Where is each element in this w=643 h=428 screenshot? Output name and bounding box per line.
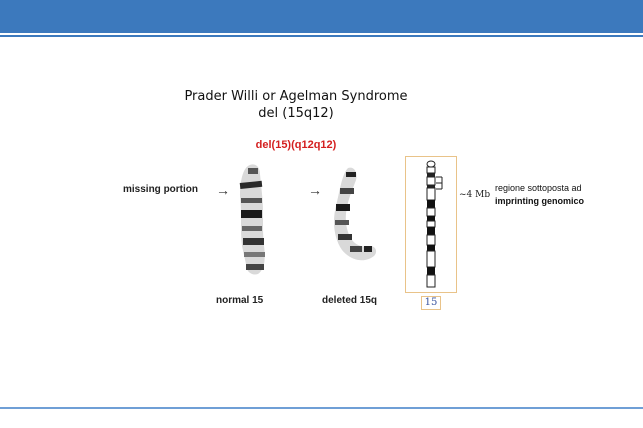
slide-title-line1: Prader Willi or Agelman Syndrome [184,89,408,104]
deleted-chromosome-image [334,167,377,261]
arrow-icon: → [308,182,322,198]
slide-title-line2: del (15q12) [258,106,334,121]
ideogram-box [405,156,457,293]
header-divider [0,35,643,37]
chromosome-ideogram [426,160,443,288]
footer-divider [0,407,643,409]
missing-portion-label: missing portion [123,184,198,195]
deletion-label: del(15)(q12q12) [255,139,337,151]
ideogram-number: 15 [421,296,441,310]
header-bar [0,0,643,33]
slide-title: Prader Willi or Agelman Syndrome del (15… [160,88,432,122]
size-label: ~4 Mb [459,190,491,200]
note-line2: imprinting genomico [495,196,584,206]
deleted-15q-label: deleted 15q [322,295,378,306]
note-line1: regione sottoposta ad [495,183,582,193]
arrow-icon: → [216,182,230,198]
normal-chromosome-image [239,164,265,275]
normal-15-label: normal 15 [216,295,264,306]
imprinting-note: regione sottoposta ad imprinting genomic… [495,182,584,208]
